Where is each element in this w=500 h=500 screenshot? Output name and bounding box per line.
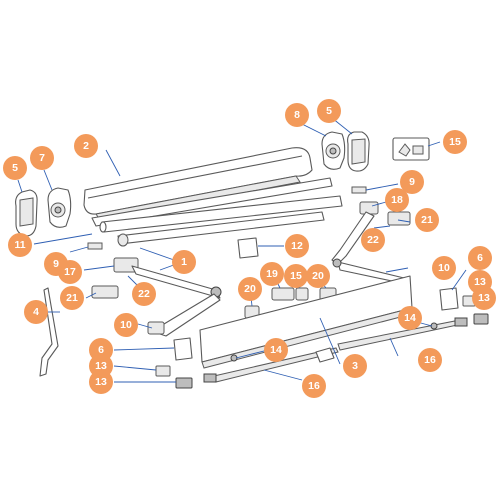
callout-foot-cap-right-b: 13 xyxy=(472,286,496,310)
callout-support-pole-right: 16 xyxy=(418,348,442,372)
callout-front-rail: 3 xyxy=(343,354,367,378)
callout-arm-joint-right: 10 xyxy=(432,256,456,280)
end-bracket-left xyxy=(47,187,72,228)
end-cap-left xyxy=(15,189,38,237)
callout-end-bracket-right: 8 xyxy=(285,103,309,127)
callout-small-part-b: 15 xyxy=(284,264,308,288)
callout-small-part-a: 19 xyxy=(260,262,284,286)
callout-end-bracket-left: 7 xyxy=(30,146,54,170)
callout-support-pole-left: 16 xyxy=(302,374,326,398)
canopy-housing xyxy=(83,147,333,227)
callout-roller-case: 2 xyxy=(74,134,98,158)
mounting-plate xyxy=(237,237,284,259)
callout-end-cap-right: 5 xyxy=(317,99,341,123)
screw-left xyxy=(69,242,103,253)
roller-tube-lower xyxy=(117,211,325,247)
callout-small-part-d: 20 xyxy=(238,277,262,301)
callout-fixing-kit: 15 xyxy=(443,130,467,154)
callout-arm-bracket-left: 17 xyxy=(58,260,82,284)
callout-arm-bracket-right: 18 xyxy=(385,188,409,212)
end-cap-right xyxy=(347,131,370,172)
callout-end-cap-left: 5 xyxy=(3,156,27,180)
small-parts-row xyxy=(244,287,337,319)
fixing-kit-box xyxy=(392,137,430,161)
left-arm-assembly xyxy=(91,257,222,337)
callout-arm-left: 22 xyxy=(132,282,156,306)
callout-foot-right: 6 xyxy=(468,246,492,270)
callout-foot-cap-left-b: 13 xyxy=(89,370,113,394)
right-foot-parts xyxy=(439,287,489,325)
callout-mounting-plate: 12 xyxy=(285,234,309,258)
right-arm-assembly xyxy=(331,201,411,285)
roller-tube xyxy=(99,195,343,233)
screw-right xyxy=(351,183,399,194)
crank-handle xyxy=(39,287,60,377)
callout-arm-right: 22 xyxy=(361,228,385,252)
end-bracket-right xyxy=(321,131,346,170)
callout-plate-right: 21 xyxy=(415,208,439,232)
callout-pole-clamp-right: 14 xyxy=(398,306,422,330)
callout-arm-joint-left: 10 xyxy=(114,313,138,337)
leader-lines xyxy=(17,117,467,383)
callout-pole-clamp-left: 14 xyxy=(264,338,288,362)
support-pole-right xyxy=(337,317,468,351)
support-pole-left xyxy=(203,347,339,383)
callout-roller-tube: 1 xyxy=(172,250,196,274)
callout-small-part-c: 20 xyxy=(306,264,330,288)
left-foot-parts xyxy=(155,337,193,389)
callout-crank-handle: 4 xyxy=(24,300,48,324)
callout-plate-left: 21 xyxy=(60,286,84,310)
callout-tube-end: 11 xyxy=(8,233,32,257)
